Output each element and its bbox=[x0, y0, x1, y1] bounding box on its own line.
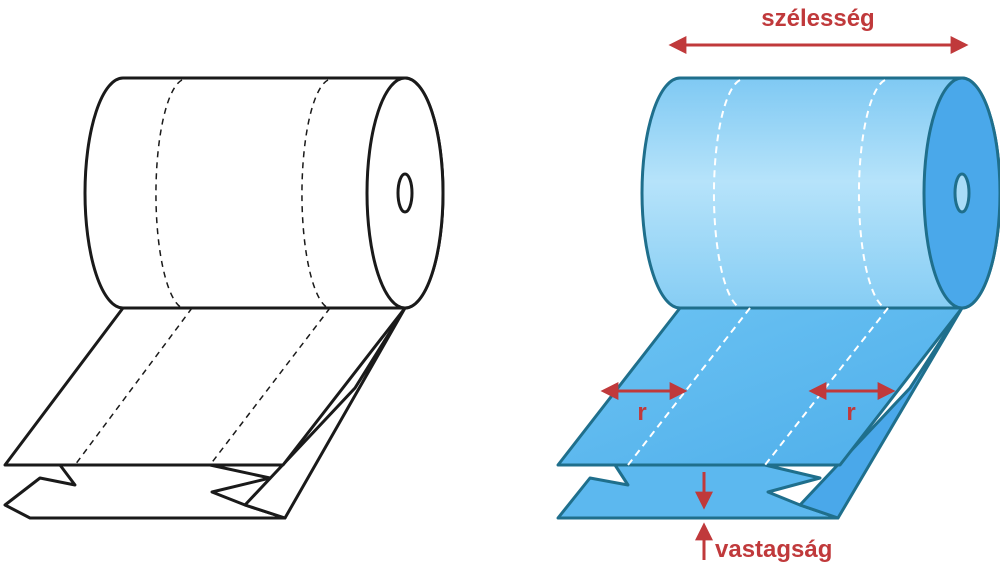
blue-roll bbox=[556, 76, 1000, 520]
gusset-right-dimension: r bbox=[808, 382, 896, 426]
outline-film-back bbox=[243, 306, 407, 520]
outline-film-sheet bbox=[3, 306, 407, 467]
width-label: szélesség bbox=[761, 5, 874, 32]
width-dimension: szélesség bbox=[668, 5, 969, 54]
thickness-dimension: vastagság bbox=[695, 472, 832, 563]
thickness-label: vastagság bbox=[715, 536, 832, 563]
outline-roll-core bbox=[396, 172, 414, 214]
gusset-left-dimension: r bbox=[600, 382, 688, 426]
outline-film-lower-layer bbox=[3, 463, 287, 520]
blue-film-sheet bbox=[556, 306, 964, 467]
gusset-left-label: r bbox=[637, 399, 646, 426]
gusset-right-label: r bbox=[846, 399, 855, 426]
blue-roll-core bbox=[953, 172, 971, 214]
outline-roll bbox=[3, 76, 445, 520]
blue-film-lower-layer bbox=[556, 463, 840, 520]
